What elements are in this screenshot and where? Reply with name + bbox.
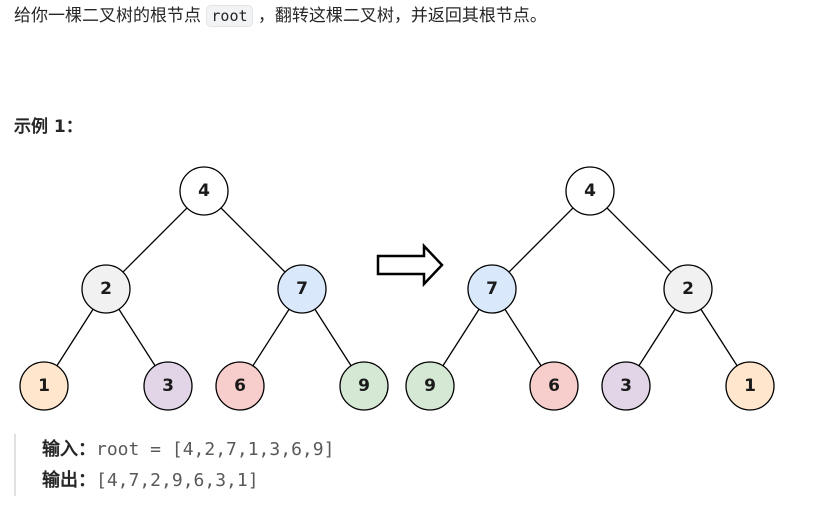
tree-node-circle: [81, 264, 131, 314]
description-text-rest: ，翻转这棵二叉树，并返回其根节点。: [252, 6, 547, 26]
tree-node-inverted-root-left-left: 9: [405, 361, 455, 411]
input-line: 输入：root = [4,2,7,1,3,6,9]: [42, 434, 334, 465]
tree-node-circle: [725, 361, 775, 411]
tree-node-circle: [215, 361, 265, 411]
tree-node-original-root-left-right: 3: [143, 361, 193, 411]
tree-node-label: 3: [162, 376, 174, 396]
tree-node-label: 2: [682, 279, 694, 299]
tree-node-circle: [19, 361, 69, 411]
tree-edge: [442, 308, 480, 367]
tree-node-circle: [663, 264, 713, 314]
tree-node-circle: [339, 361, 389, 411]
tree-node-circle: [405, 361, 455, 411]
tree-edges: [56, 207, 738, 367]
problem-description: 给你一棵二叉树的根节点 root ，翻转这棵二叉树，并返回其根节点。: [14, 2, 547, 30]
tree-nodes: 4 2 1 3 7 6 9 4 7 9 6 2 3 1: [19, 166, 775, 411]
output-label: 输出：: [42, 470, 96, 491]
tree-node-label: 9: [424, 376, 436, 396]
tree-node-inverted-root-right-left: 3: [601, 361, 651, 411]
tree-node-circle: [467, 264, 517, 314]
tree-node-circle: [143, 361, 193, 411]
tree-node-inverted-root-right: 2: [663, 264, 713, 314]
tree-edge: [700, 308, 738, 367]
example-io-block: 输入：root = [4,2,7,1,3,6,9] 输出：[4,7,2,9,6,…: [14, 434, 334, 496]
tree-node-label: 6: [548, 376, 560, 396]
tree-node-label: 1: [744, 376, 756, 396]
inline-code-root: root: [206, 5, 253, 27]
tree-node-circle: [529, 361, 579, 411]
tree-node-label: 2: [100, 279, 112, 299]
tree-node-circle: [277, 264, 327, 314]
tree-node-original-root-left: 2: [81, 264, 131, 314]
tree-node-label: 4: [584, 181, 596, 201]
tree-edge: [508, 207, 574, 273]
example-title: 示例 1：: [14, 117, 83, 137]
tree-edge: [638, 308, 676, 367]
tree-node-original-root-left-left: 1: [19, 361, 69, 411]
description-text: 给你一棵二叉树的根节点: [14, 6, 207, 26]
tree-edge: [56, 308, 94, 367]
tree-node-label: 7: [486, 279, 498, 299]
tree-edge: [606, 207, 672, 273]
output-line: 输出：[4,7,2,9,6,3,1]: [42, 465, 334, 496]
tree-node-original-root-right: 7: [277, 264, 327, 314]
tree-edge: [252, 308, 290, 367]
input-label: 输入：: [42, 439, 96, 460]
tree-node-label: 9: [358, 376, 370, 396]
tree-node-inverted-root: 4: [565, 166, 615, 216]
tree-node-label: 6: [234, 376, 246, 396]
tree-node-circle: [601, 361, 651, 411]
tree-edge: [118, 308, 156, 367]
tree-inversion-diagram: 4 2 1 3 7 6 9 4 7 9 6 2 3 1: [19, 166, 775, 411]
output-value: [4,7,2,9,6,3,1]: [96, 470, 259, 491]
tree-node-label: 1: [38, 376, 50, 396]
tree-node-original-root-right-left: 6: [215, 361, 265, 411]
tree-edge: [504, 308, 542, 367]
right-arrow-icon: [376, 242, 444, 288]
tree-node-label: 3: [620, 376, 632, 396]
tree-node-inverted-root-right-right: 1: [725, 361, 775, 411]
tree-node-circle: [565, 166, 615, 216]
tree-node-circle: [179, 166, 229, 216]
tree-node-label: 4: [198, 181, 210, 201]
tree-node-original-root-right-right: 9: [339, 361, 389, 411]
tree-node-label: 7: [296, 279, 308, 299]
tree-edge: [314, 308, 352, 367]
tree-edge: [220, 207, 286, 273]
tree-node-original-root: 4: [179, 166, 229, 216]
tree-edge: [122, 207, 188, 273]
tree-node-inverted-root-left: 7: [467, 264, 517, 314]
tree-node-inverted-root-left-right: 6: [529, 361, 579, 411]
input-value: root = [4,2,7,1,3,6,9]: [96, 439, 335, 460]
